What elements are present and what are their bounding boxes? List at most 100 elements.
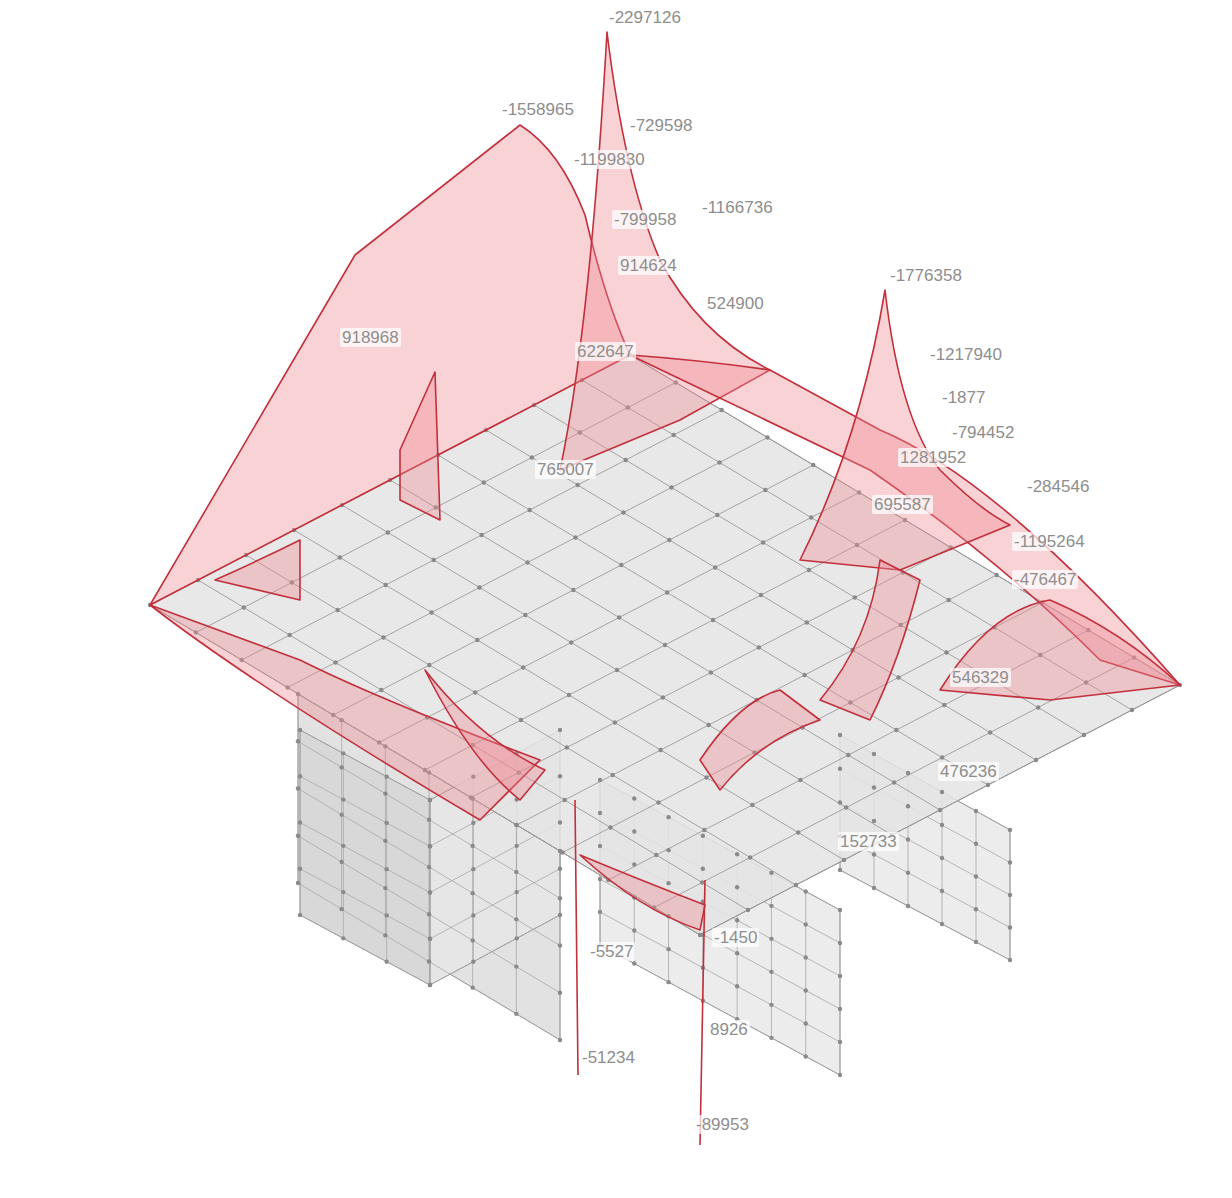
mesh-node bbox=[940, 823, 944, 827]
mesh-node bbox=[702, 828, 706, 832]
mesh-node bbox=[802, 673, 806, 677]
mesh-node bbox=[769, 1036, 773, 1040]
mesh-node bbox=[339, 860, 343, 864]
mesh-node bbox=[711, 618, 715, 622]
result-value: -729598 bbox=[628, 116, 694, 135]
mesh-node bbox=[341, 751, 345, 755]
mesh-node bbox=[470, 938, 474, 942]
mesh-line bbox=[430, 915, 560, 985]
result-value: -1558965 bbox=[500, 100, 576, 119]
mesh-node bbox=[341, 844, 345, 848]
mesh-node bbox=[804, 1054, 808, 1058]
mesh-node bbox=[666, 848, 670, 852]
mesh-node bbox=[383, 583, 387, 587]
mesh-node bbox=[381, 635, 385, 639]
mesh-node bbox=[530, 455, 534, 459]
result-value: -5527 bbox=[588, 942, 635, 961]
mesh-node bbox=[798, 778, 802, 782]
moment-diagram bbox=[150, 32, 1180, 1145]
mesh-node bbox=[735, 984, 739, 988]
mesh-node bbox=[838, 767, 842, 771]
mesh-node bbox=[842, 858, 846, 862]
mesh-node bbox=[470, 891, 474, 895]
mesh-node bbox=[558, 774, 562, 778]
mesh-node bbox=[514, 823, 518, 827]
mesh-node bbox=[750, 803, 754, 807]
mesh-node bbox=[558, 991, 562, 995]
mesh-node bbox=[769, 904, 773, 908]
mesh-node bbox=[846, 753, 850, 757]
mesh-node bbox=[339, 812, 343, 816]
mesh-node bbox=[838, 941, 842, 945]
mesh-node bbox=[427, 663, 431, 667]
result-value: -1877 bbox=[940, 388, 987, 407]
mesh-node bbox=[296, 739, 300, 743]
mesh-node bbox=[892, 780, 896, 784]
mesh-node bbox=[339, 765, 343, 769]
mesh-node bbox=[807, 568, 811, 572]
mesh-node bbox=[567, 693, 571, 697]
mesh-node bbox=[384, 913, 388, 917]
mesh-node bbox=[769, 937, 773, 941]
mesh-node bbox=[894, 728, 898, 732]
mesh-node bbox=[558, 1038, 562, 1042]
mesh-node bbox=[763, 488, 767, 492]
mesh-node bbox=[769, 970, 773, 974]
mesh-node bbox=[656, 800, 660, 804]
mesh-node bbox=[598, 844, 602, 848]
mesh-node bbox=[428, 798, 432, 802]
mesh-node bbox=[298, 913, 302, 917]
mesh-node bbox=[383, 933, 387, 937]
mesh-node bbox=[569, 640, 573, 644]
mesh-node bbox=[974, 842, 978, 846]
mesh-node bbox=[475, 638, 479, 642]
mesh-node bbox=[1008, 958, 1012, 962]
mesh-node bbox=[765, 435, 769, 439]
mesh-node bbox=[623, 458, 627, 462]
mesh-node bbox=[429, 610, 433, 614]
mesh-node bbox=[671, 433, 675, 437]
mesh-node bbox=[654, 853, 658, 857]
mesh-node bbox=[514, 844, 518, 848]
mesh-node bbox=[471, 959, 475, 963]
mesh-node bbox=[942, 703, 946, 707]
mesh-node bbox=[666, 980, 670, 984]
mesh-node bbox=[427, 818, 431, 822]
mesh-node bbox=[428, 890, 432, 894]
mesh-node bbox=[608, 825, 612, 829]
mesh-node bbox=[428, 937, 432, 941]
mesh-node bbox=[610, 773, 614, 777]
mesh-node bbox=[838, 1073, 842, 1077]
mesh-line bbox=[298, 883, 560, 1040]
result-value: 914624 bbox=[618, 256, 679, 275]
mesh-node bbox=[428, 937, 432, 941]
result-value: -799958 bbox=[612, 210, 678, 229]
mesh-node bbox=[906, 871, 910, 875]
mesh-node bbox=[838, 974, 842, 978]
mesh-node bbox=[872, 785, 876, 789]
mesh-node bbox=[558, 728, 562, 732]
mesh-line bbox=[563, 603, 1043, 853]
result-value: -1195264 bbox=[1012, 532, 1087, 551]
mesh-node bbox=[428, 983, 432, 987]
mesh-line bbox=[198, 580, 748, 910]
mesh-node bbox=[482, 480, 486, 484]
mesh-node bbox=[715, 513, 719, 517]
mesh-node bbox=[666, 815, 670, 819]
mesh-node bbox=[384, 774, 388, 778]
mesh-node bbox=[940, 856, 944, 860]
mesh-node bbox=[666, 881, 670, 885]
mesh-node bbox=[1082, 733, 1086, 737]
mesh-node bbox=[473, 690, 477, 694]
result-value: -794452 bbox=[950, 423, 1016, 442]
result-value: -284546 bbox=[1025, 477, 1091, 496]
mesh-node bbox=[598, 910, 602, 914]
result-value: -51234 bbox=[580, 1048, 637, 1067]
mesh-node bbox=[562, 798, 566, 802]
mesh-node bbox=[558, 820, 562, 824]
mesh-node bbox=[613, 720, 617, 724]
result-value: -1199830 bbox=[572, 150, 647, 169]
result-value: 8926 bbox=[708, 1020, 750, 1039]
mesh-node bbox=[428, 983, 432, 987]
